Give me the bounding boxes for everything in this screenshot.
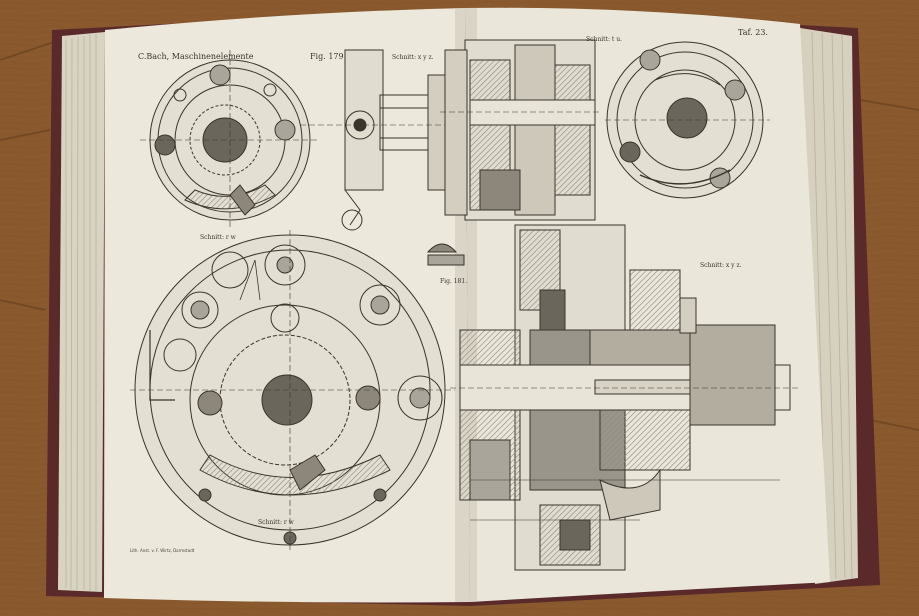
section-drawing-large	[450, 224, 800, 571]
disc-drawing-top-left	[140, 50, 320, 230]
disc-drawing-top-right	[605, 41, 770, 199]
small-detail-drawing	[426, 243, 465, 266]
left-page-edges	[58, 32, 105, 592]
left-section-bottom-label: Schnitt: r w	[258, 519, 294, 526]
left-page-header: C.Bach, Maschinenelemente	[138, 52, 254, 61]
left-section-top-label: Schnitt: x y z.	[392, 54, 434, 61]
printer-credit: Lith. Anst. v. F. Wirtz, Darmstadt	[130, 548, 195, 553]
plate-number: Taf. 23.	[738, 28, 768, 37]
section-drawing-top	[440, 39, 600, 221]
right-figure-label: Fig. 181.	[440, 278, 468, 285]
left-figure-label: Fig. 179.	[310, 52, 347, 61]
right-section-top-label: Schnitt: t u.	[586, 36, 622, 43]
disc-drawing-large	[130, 230, 455, 550]
left-section-mid-label: Schnitt: r w	[200, 234, 236, 241]
right-section-right-label: Schnitt: x y z.	[700, 262, 742, 269]
